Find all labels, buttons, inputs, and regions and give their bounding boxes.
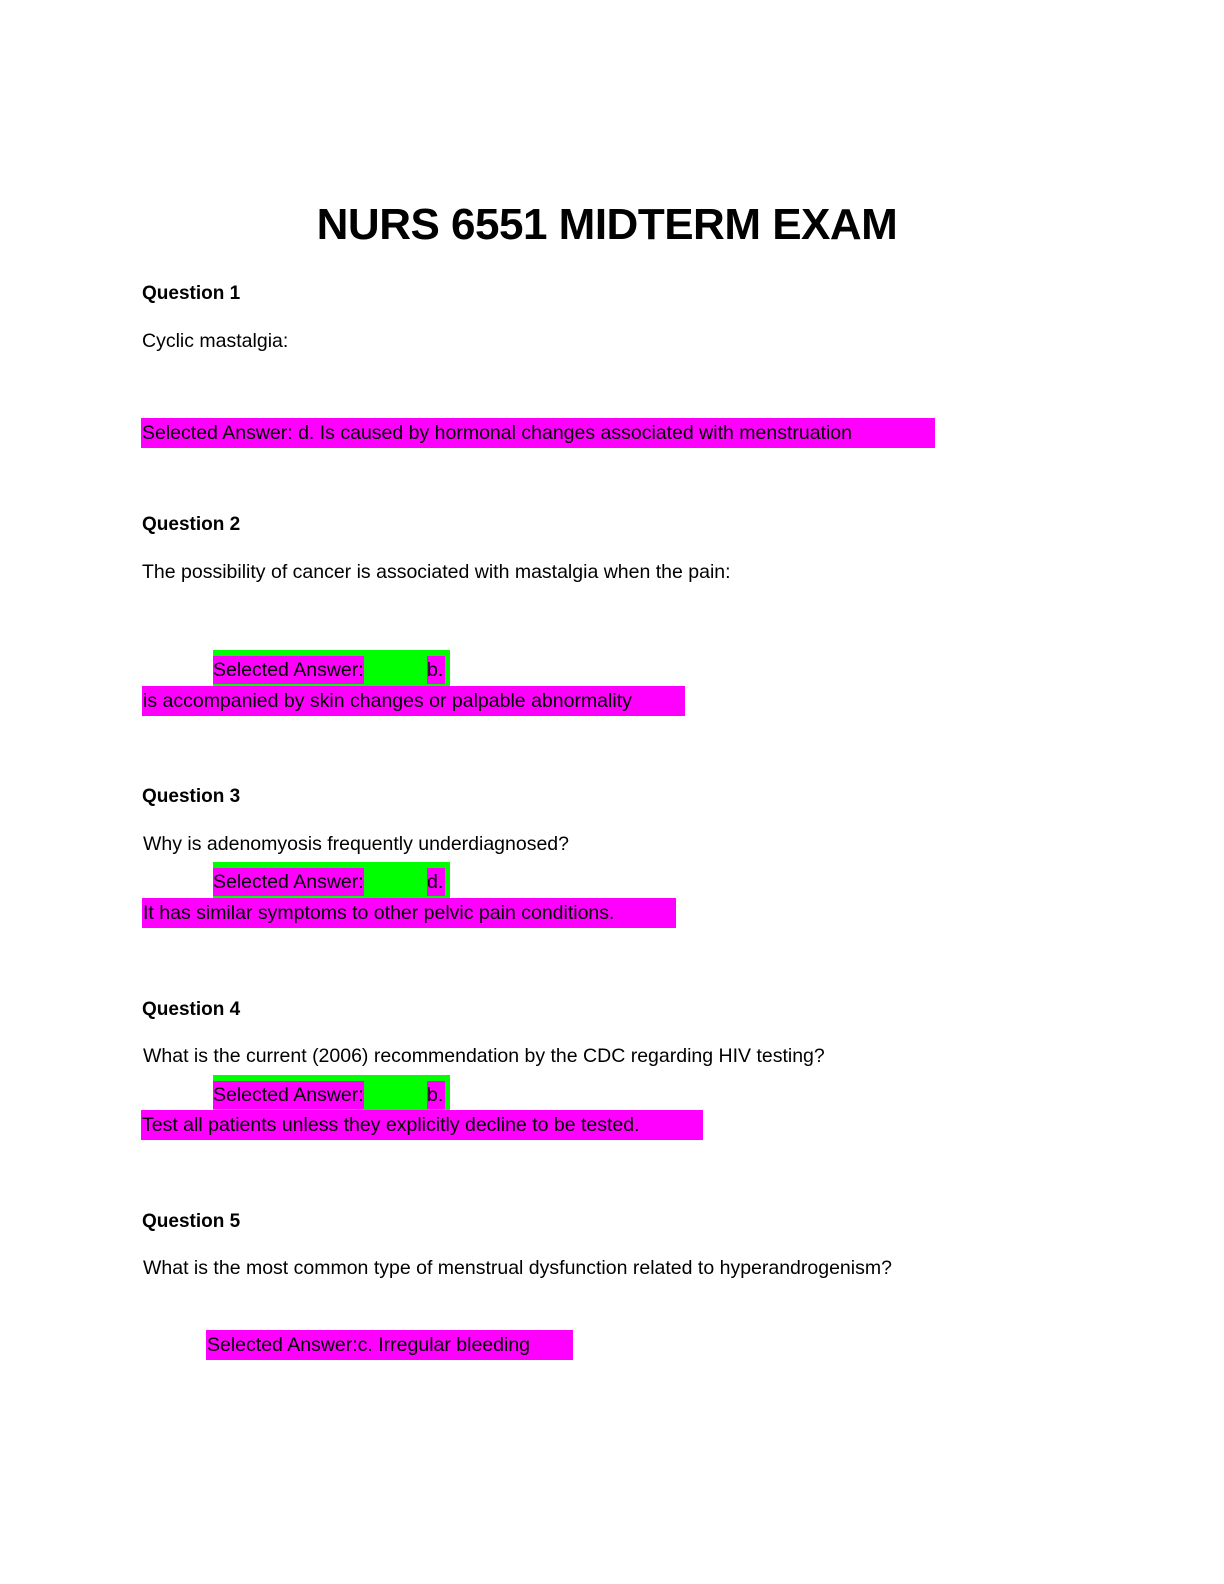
question-1-answer: Selected Answer: d. Is caused by hormona…	[141, 418, 935, 448]
question-2-heading: Question 2	[142, 514, 241, 535]
question-4-text: What is the current (2006) recommendatio…	[143, 1045, 825, 1067]
question-5-answer: Selected Answer:c. Irregular bleeding	[206, 1330, 573, 1360]
question-3-text: Why is adenomyosis frequently underdiagn…	[143, 833, 570, 855]
answer-letter: b.	[427, 1081, 446, 1109]
question-5-text: What is the most common type of menstrua…	[143, 1257, 892, 1279]
question-4-answer: Test all patients unless they explicitly…	[141, 1110, 703, 1140]
page-title: NURS 6551 MIDTERM EXAM	[316, 200, 898, 249]
question-2-answer-label-box: Selected Answer: b.	[213, 650, 450, 686]
question-3-answer: It has similar symptoms to other pelvic …	[142, 898, 676, 928]
answer-label: Selected Answer:	[213, 656, 364, 684]
question-2-text: The possibility of cancer is associated …	[142, 561, 731, 583]
question-4-heading: Question 4	[142, 999, 241, 1020]
answer-label: Selected Answer:	[213, 868, 364, 896]
answer-label: Selected Answer:	[213, 1081, 364, 1109]
question-1-heading: Question 1	[142, 283, 241, 304]
question-4-answer-label-box: Selected Answer: b.	[213, 1075, 450, 1111]
question-1-text: Cyclic mastalgia:	[142, 330, 289, 352]
question-3-heading: Question 3	[142, 786, 241, 807]
question-2-answer: is accompanied by skin changes or palpab…	[142, 686, 685, 716]
answer-letter: d.	[427, 868, 446, 896]
question-3-answer-label-box: Selected Answer: d.	[213, 862, 450, 898]
question-5-heading: Question 5	[142, 1211, 241, 1232]
answer-letter: b.	[427, 656, 446, 684]
